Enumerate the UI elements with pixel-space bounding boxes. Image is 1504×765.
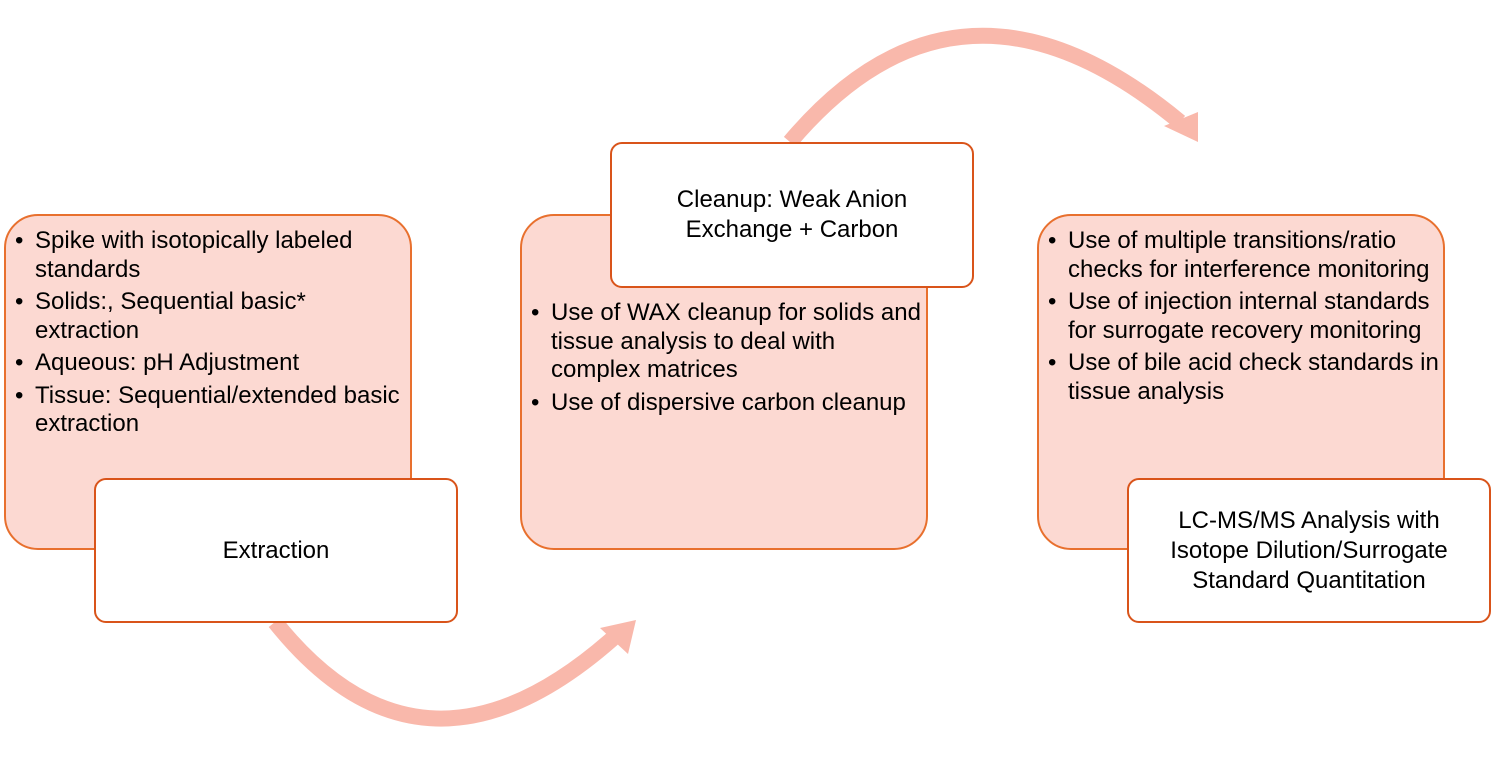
bullet-item: Use of injection internal standards for … bbox=[1041, 288, 1441, 345]
bullet-item: Use of dispersive carbon cleanup bbox=[524, 389, 924, 418]
analysis-bullet-list: Use of multiple transitions/ratio checks… bbox=[1041, 227, 1441, 410]
cleanup-title: Cleanup: Weak Anion Exchange + Carbon bbox=[676, 186, 908, 243]
arrow-extraction-to-cleanup bbox=[268, 617, 636, 727]
extraction-title-box: Extraction bbox=[94, 478, 458, 623]
analysis-title-box: LC-MS/MS Analysis with Isotope Dilution/… bbox=[1127, 478, 1491, 623]
cleanup-bullet-list: Use of WAX cleanup for solids and tissue… bbox=[524, 299, 924, 421]
bullet-item: Solids:, Sequential basic* extraction bbox=[8, 288, 408, 345]
bullet-item: Use of bile acid check standards in tiss… bbox=[1041, 349, 1441, 406]
cleanup-title-box: Cleanup: Weak Anion Exchange + Carbon bbox=[610, 142, 974, 288]
analysis-title: LC-MS/MS Analysis with Isotope Dilution/… bbox=[1170, 506, 1448, 594]
extraction-bullet-list: Spike with isotopically labeled standard… bbox=[8, 227, 408, 443]
bullet-item: Use of multiple transitions/ratio checks… bbox=[1041, 227, 1441, 284]
bullet-item: Spike with isotopically labeled standard… bbox=[8, 227, 408, 284]
bullet-item: Use of WAX cleanup for solids and tissue… bbox=[524, 299, 924, 385]
arrow-cleanup-to-analysis bbox=[783, 27, 1198, 148]
bullet-item: Aqueous: pH Adjustment bbox=[8, 349, 408, 378]
extraction-title: Extraction bbox=[222, 536, 330, 564]
bullet-item: Tissue: Sequential/extended basic extrac… bbox=[8, 382, 408, 439]
